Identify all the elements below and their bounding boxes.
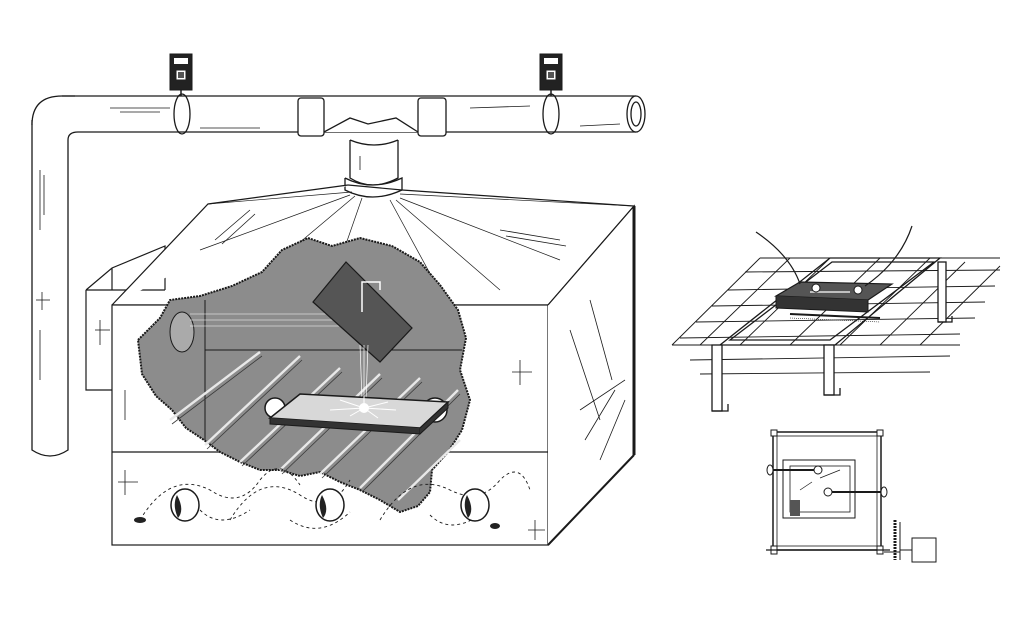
air-sensor-left (169, 53, 193, 96)
workpiece-plate (268, 393, 450, 435)
grid-stand-fixture (671, 225, 1001, 412)
laser-head (312, 261, 413, 401)
air-sensor-right (539, 53, 563, 96)
top-view-fixture (766, 429, 937, 563)
circulation-fans (134, 468, 531, 529)
